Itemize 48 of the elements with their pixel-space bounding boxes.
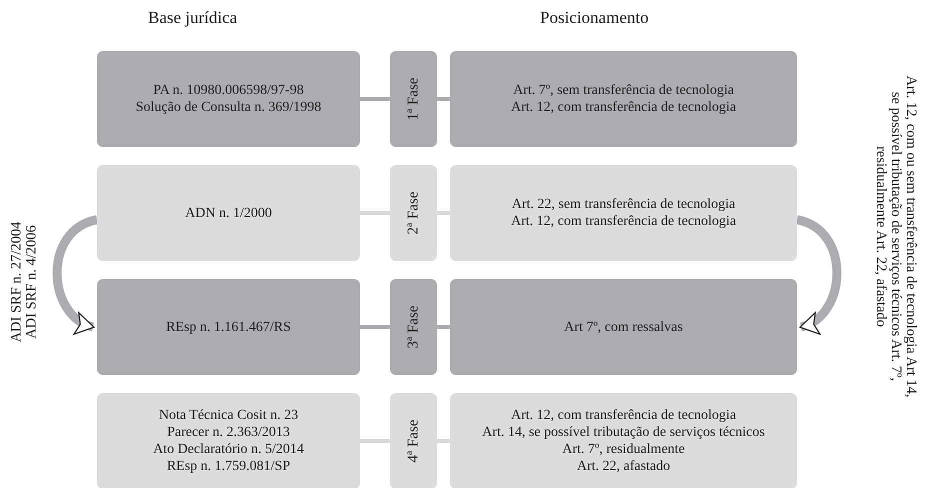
text-line: Art. 22, afastado: [576, 458, 670, 475]
curved-arrow: [52, 215, 98, 332]
text-line: ADN n. 1/2000: [185, 204, 272, 222]
text-line: Art. 22, sem transferência de tecnologia: [512, 196, 736, 213]
text-line: Art. 12, com transferência de tecnologia: [510, 213, 736, 230]
phase-label: 3ª Fase: [405, 306, 422, 348]
text-box: [97, 279, 360, 375]
text-line: REsp n. 1.759.081/SP: [166, 458, 290, 475]
text-line: Art. 14, se possível tributação de serviços técnicos: [482, 424, 765, 441]
text-line: Art. 12, com transferência de tecnologia: [510, 99, 736, 116]
connector-line: [437, 439, 450, 443]
text-box: [97, 165, 360, 261]
text-line: Art. 12, com transferência de tecnologia: [510, 407, 736, 424]
text-line: Art 7º, com ressalvas: [564, 318, 683, 336]
connector-line: [360, 439, 390, 443]
text-box: [450, 393, 797, 488]
text-box: [450, 51, 797, 147]
text-box: [97, 393, 360, 488]
connector-line: [437, 325, 450, 329]
phase-label: 4ª Fase: [405, 420, 422, 462]
connector-line: [437, 97, 450, 101]
text-line: REsp n. 1.161.467/RS: [166, 318, 291, 336]
text-line: Art. 7º, sem transferência de tecnologia: [513, 82, 734, 99]
phase-box: [390, 393, 437, 488]
side-note: ADI SRF n. 27/2004: [8, 222, 24, 342]
text-box: [450, 279, 797, 375]
text-line: PA n. 10980.006598/97-98: [153, 82, 304, 99]
phase-label: 2ª Fase: [405, 192, 422, 234]
connector-line: [360, 325, 390, 329]
column-heading: Posicionamento: [540, 8, 649, 28]
column-heading: Base jurídica: [148, 8, 238, 28]
text-line: Solução de Consulta n. 369/1998: [136, 99, 322, 116]
text-line: Ato Declaratório n. 5/2014: [153, 441, 304, 458]
phase-box: [390, 279, 437, 375]
side-note: Art. 12, com ou sem transferência de tecnologia Art 14, se possível tributação de serviços técnicos Art. 7º, residualmente Art. 22, afastado: [872, 74, 918, 400]
text-line: Parecer n. 2.363/2013: [167, 424, 290, 441]
phase-label: 1ª Fase: [405, 78, 422, 120]
connector-line: [360, 211, 390, 215]
text-box: [450, 165, 797, 261]
connector-line: [437, 211, 450, 215]
side-note: ADI SRF n. 4/2006: [24, 225, 39, 339]
curved-arrow: [796, 215, 842, 332]
text-line: Nota Técnica Cosit n. 23: [158, 407, 298, 424]
connector-line: [360, 97, 390, 101]
text-line: Art. 7º, residualmente: [562, 441, 685, 458]
phase-box: [390, 51, 437, 147]
phase-box: [390, 165, 437, 261]
text-box: [97, 51, 360, 147]
